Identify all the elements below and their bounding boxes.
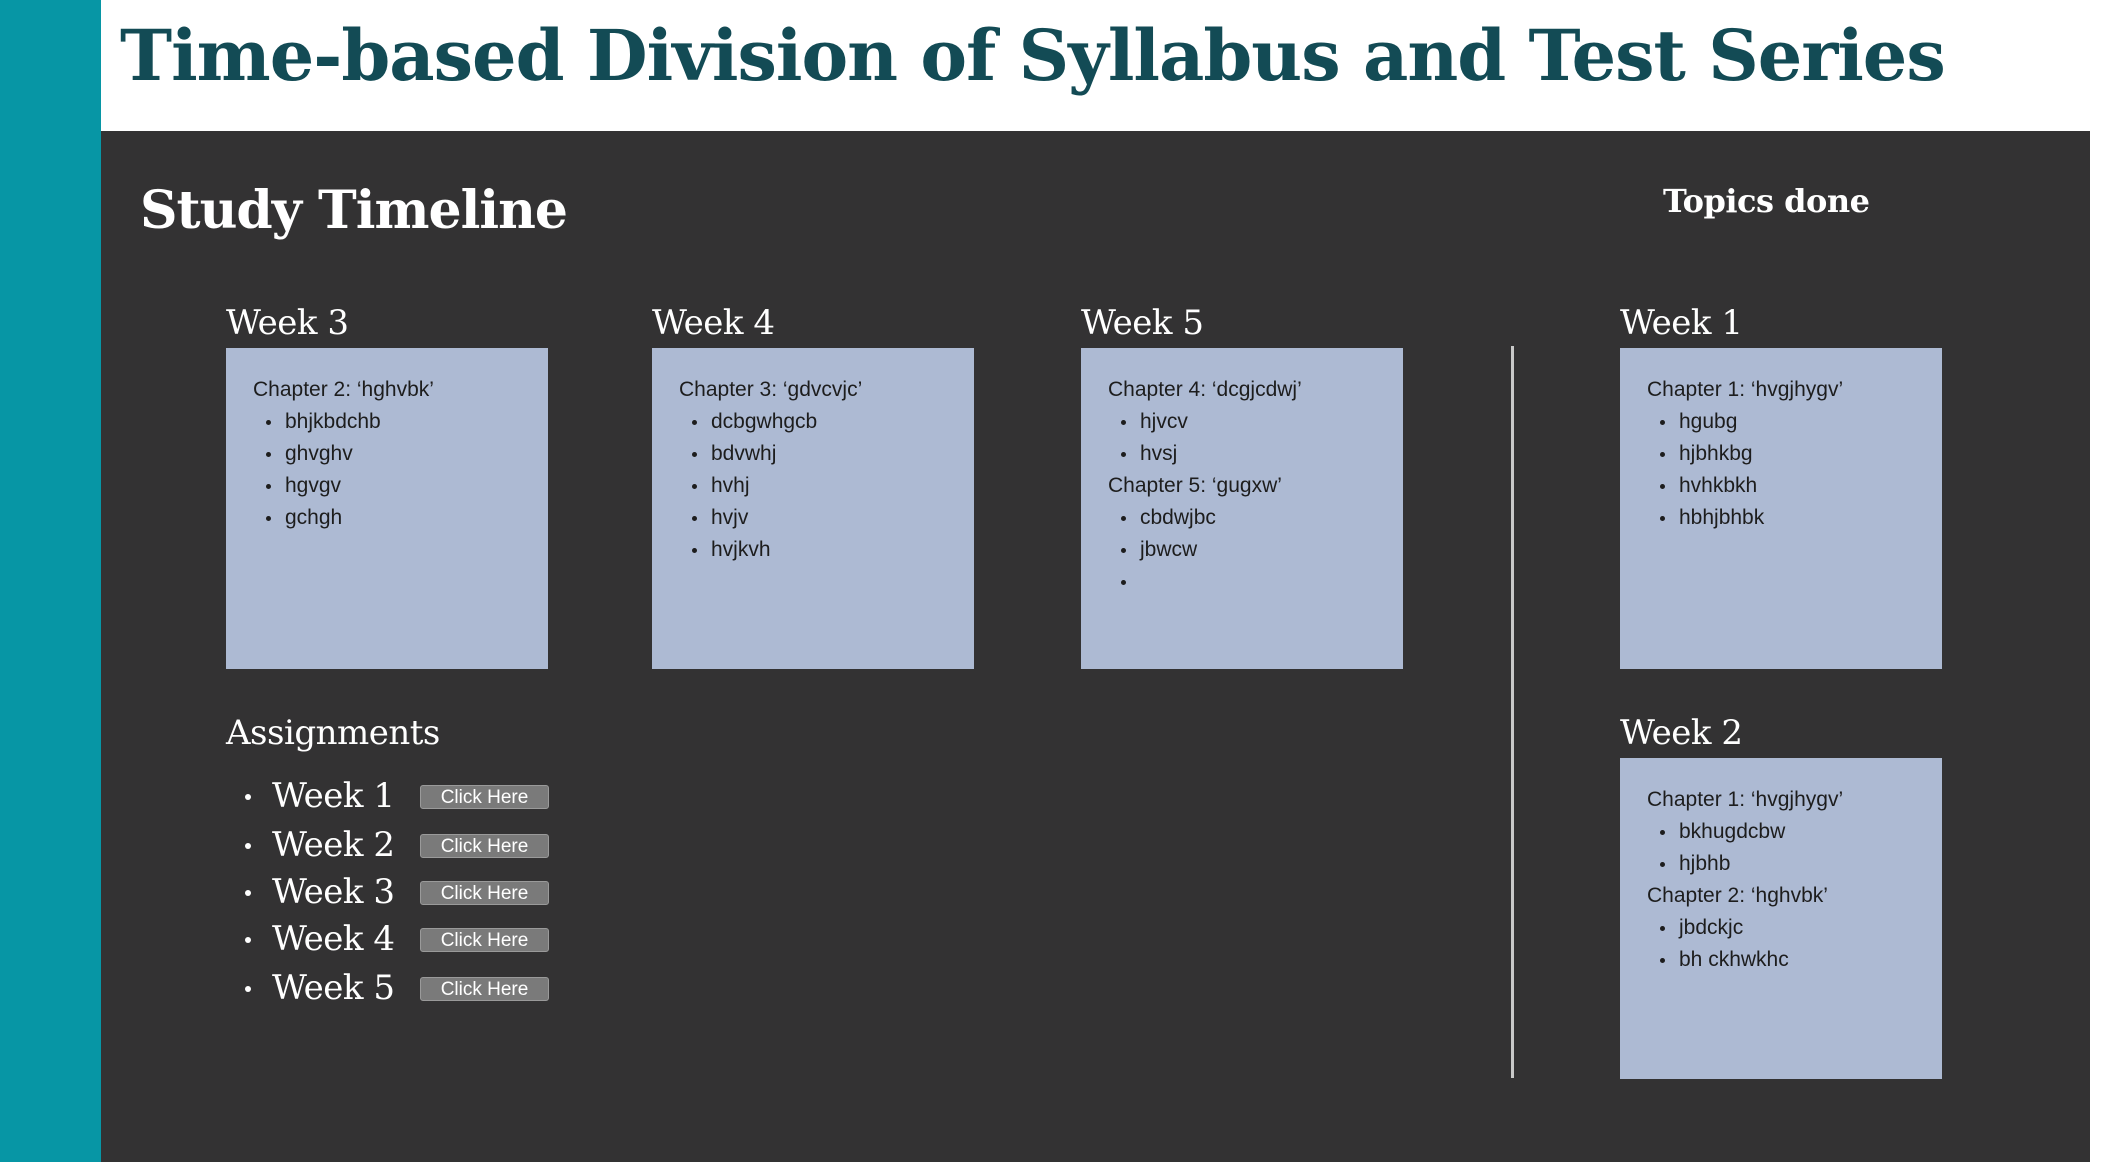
chapter-title: Chapter 1: ‘hvgjhygv’ — [1647, 378, 1844, 401]
week-card: Chapter 2: ‘hghvbk’ bhjkbdchb ghvghv hgv… — [226, 348, 548, 669]
topic-item: hvhj — [679, 470, 954, 502]
topics-done-heading: Topics done — [1663, 182, 1870, 220]
topic-item: hgubg — [1647, 406, 1922, 438]
topic-list: dcbgwhgcb bdvwhj hvhj hvjv hvjkvh — [679, 406, 954, 566]
topic-item: jbdckjc — [1647, 912, 1922, 944]
assignment-week-1-button[interactable]: Click Here — [420, 785, 549, 809]
assignment-week-3-button[interactable]: Click Here — [420, 881, 549, 905]
topic-item: hvjkvh — [679, 534, 954, 566]
bullet-icon — [245, 937, 251, 943]
assignment-week-label: Week 1 — [272, 776, 395, 816]
page-title: Time-based Division of Syllabus and Test… — [120, 14, 1946, 97]
topic-item — [1108, 566, 1383, 598]
chapter-title: Chapter 5: ‘gugxw’ — [1108, 474, 1282, 497]
chapter-title: Chapter 1: ‘hvgjhygv’ — [1647, 788, 1844, 811]
week-card: Chapter 4: ‘dcgjcdwj’ hjvcv hvsj Chapter… — [1081, 348, 1403, 669]
title-bar — [101, 0, 2090, 130]
bullet-icon — [245, 843, 251, 849]
chapter-title: Chapter 2: ‘hghvbk’ — [253, 378, 434, 401]
assignment-week-label: Week 4 — [272, 919, 395, 959]
topic-item: hjbhb — [1647, 848, 1922, 880]
assignment-row: Week 3 Click Here — [240, 870, 560, 918]
topic-item: bhjkbdchb — [253, 406, 528, 438]
topic-item: hjvcv — [1108, 406, 1383, 438]
topic-item: bh ckhwkhc — [1647, 944, 1922, 976]
assignments-heading: Assignments — [226, 713, 440, 753]
topic-item: ghvghv — [253, 438, 528, 470]
week-heading: Week 1 — [1620, 303, 1743, 343]
assignment-week-5-button[interactable]: Click Here — [420, 977, 549, 1001]
topic-list: bhjkbdchb ghvghv hgvgv gchgh — [253, 406, 528, 534]
topic-item: hvsj — [1108, 438, 1383, 470]
topic-item: gchgh — [253, 502, 528, 534]
chapter-title: Chapter 3: ‘gdvcvjc’ — [679, 378, 863, 401]
week-card: Chapter 3: ‘gdvcvjc’ dcbgwhgcb bdvwhj hv… — [652, 348, 974, 669]
week-heading: Week 2 — [1620, 713, 1743, 753]
assignment-row: Week 1 Click Here — [240, 774, 560, 822]
chapter-title: Chapter 2: ‘hghvbk’ — [1647, 884, 1828, 907]
week-heading: Week 4 — [652, 303, 775, 343]
bullet-icon — [245, 890, 251, 896]
topic-item: hjbhkbg — [1647, 438, 1922, 470]
topic-item: bdvwhj — [679, 438, 954, 470]
assignment-week-label: Week 2 — [272, 825, 395, 865]
topic-item: bkhugdcbw — [1647, 816, 1922, 848]
topic-item: hgvgv — [253, 470, 528, 502]
assignment-row: Week 2 Click Here — [240, 823, 560, 871]
topic-list: hgubg hjbhkbg hvhkbkh hbhjbhbk — [1647, 406, 1922, 534]
assignment-week-4-button[interactable]: Click Here — [420, 928, 549, 952]
accent-strip — [0, 0, 101, 1162]
assignment-row: Week 5 Click Here — [240, 966, 560, 1014]
assignment-week-2-button[interactable]: Click Here — [420, 834, 549, 858]
topic-list: bkhugdcbw hjbhb — [1647, 816, 1922, 880]
chapter-title: Chapter 4: ‘dcgjcdwj’ — [1108, 378, 1302, 401]
topic-list: cbdwjbc jbwcw — [1108, 502, 1383, 598]
topic-item: hvhkbkh — [1647, 470, 1922, 502]
week-heading: Week 5 — [1081, 303, 1204, 343]
bullet-icon — [245, 986, 251, 992]
topic-item: dcbgwhgcb — [679, 406, 954, 438]
board-title: Study Timeline — [140, 180, 568, 241]
topic-item: hbhjbhbk — [1647, 502, 1922, 534]
bullet-icon — [245, 794, 251, 800]
assignment-week-label: Week 3 — [272, 872, 395, 912]
topic-item: jbwcw — [1108, 534, 1383, 566]
topic-item: cbdwjbc — [1108, 502, 1383, 534]
topic-list: hjvcv hvsj — [1108, 406, 1383, 470]
topic-list: jbdckjc bh ckhwkhc — [1647, 912, 1922, 976]
assignment-row: Week 4 Click Here — [240, 917, 560, 965]
column-divider — [1511, 346, 1514, 1078]
week-heading: Week 3 — [226, 303, 349, 343]
topic-item: hvjv — [679, 502, 954, 534]
week-card: Chapter 1: ‘hvgjhygv’ bkhugdcbw hjbhb Ch… — [1620, 758, 1942, 1079]
assignment-week-label: Week 5 — [272, 968, 395, 1008]
week-card: Chapter 1: ‘hvgjhygv’ hgubg hjbhkbg hvhk… — [1620, 348, 1942, 669]
